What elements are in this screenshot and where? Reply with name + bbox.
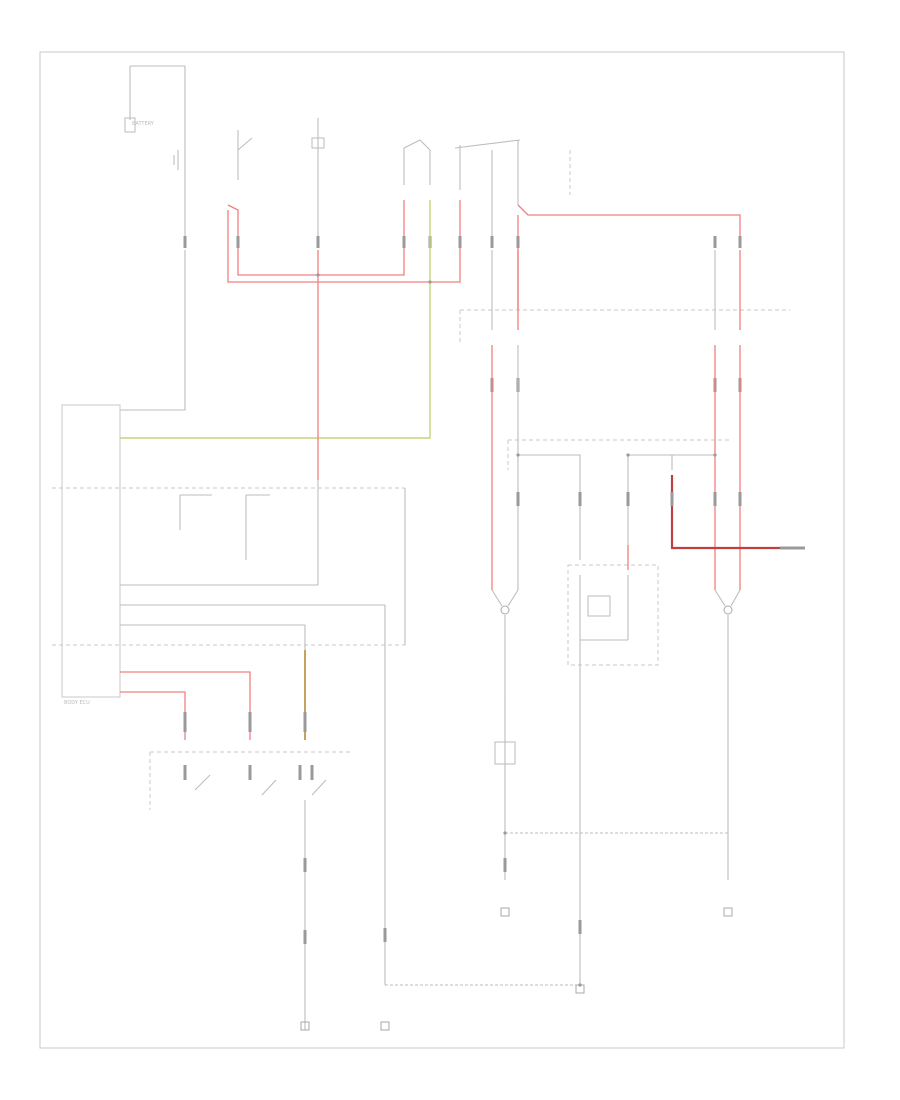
red-wire-top-mid — [227, 200, 461, 283]
yellow-green-wire — [120, 200, 431, 439]
svg-text:BATTERY: BATTERY — [132, 121, 155, 127]
battery-lead — [120, 250, 186, 411]
right-headlamp — [714, 589, 741, 700]
dimmer-relay-box — [567, 545, 659, 680]
connector-row-mid — [516, 492, 742, 506]
ground-points-right — [500, 907, 733, 917]
svg-text:BODY ECU: BODY ECU — [64, 700, 90, 706]
fuse-box-fuses — [491, 250, 741, 330]
module-internal-fuses — [179, 494, 270, 560]
left-headlamp — [491, 589, 519, 700]
connector-row-switch — [183, 712, 307, 732]
module-output-wires — [120, 584, 386, 985]
red-wire-top-right — [517, 204, 741, 245]
sensor-box — [494, 741, 516, 765]
connector-row-top — [183, 236, 742, 248]
junction-dots — [316, 273, 717, 987]
dark-red-wire — [670, 475, 790, 550]
connector-row-fusebox — [490, 378, 742, 392]
red-wire-top-left — [227, 200, 405, 276]
battery-symbol: BATTERY — [124, 65, 186, 240]
combination-switch — [149, 751, 350, 1030]
top-fuse-group — [237, 118, 571, 245]
body-control-module: BODY ECU — [52, 404, 406, 706]
red-wire-module-switch-2 — [120, 691, 186, 740]
connector-row-bottom-left — [303, 858, 582, 944]
diagram-frame — [39, 51, 845, 1049]
ground-points-bottom — [300, 984, 585, 1031]
